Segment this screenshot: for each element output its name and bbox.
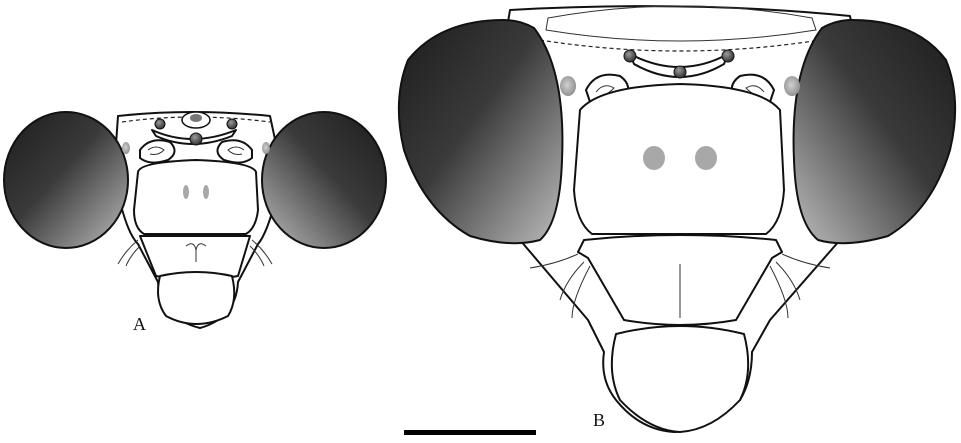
compound-eye-a-right bbox=[262, 112, 386, 248]
panel-label-b: B bbox=[593, 410, 605, 430]
labrum-a bbox=[158, 272, 234, 324]
frons-b bbox=[574, 84, 784, 234]
panel-label-a: A bbox=[133, 314, 146, 334]
median-tubercle-a-center bbox=[190, 114, 202, 122]
ocellus-a-left bbox=[155, 119, 165, 129]
ocellus-b-left bbox=[624, 50, 636, 62]
compound-eye-a-left bbox=[4, 112, 128, 248]
ocellus-a-median bbox=[190, 133, 202, 145]
ocellus-b-median bbox=[674, 66, 686, 78]
antennal-socket-a-left bbox=[140, 140, 175, 162]
ocellus-b-right bbox=[722, 50, 734, 62]
frons-spot-a-left bbox=[183, 185, 189, 199]
antennal-socket-a-right bbox=[217, 140, 252, 162]
compound-eye-b-left bbox=[399, 20, 563, 243]
spot-b-right bbox=[784, 76, 800, 96]
spot-a-right bbox=[262, 142, 270, 154]
frons-spot-a-right bbox=[203, 185, 209, 199]
head-a: A bbox=[4, 112, 386, 334]
frons-a bbox=[134, 160, 258, 234]
frons-spot-b-right bbox=[695, 146, 717, 170]
spot-b-left bbox=[560, 76, 576, 96]
head-b: B bbox=[399, 6, 955, 432]
compound-eye-b-right bbox=[794, 20, 956, 243]
ocellus-a-right bbox=[227, 119, 237, 129]
scale-bar bbox=[404, 430, 536, 435]
frons-spot-b-left bbox=[643, 146, 665, 170]
spot-a-left bbox=[122, 142, 130, 154]
